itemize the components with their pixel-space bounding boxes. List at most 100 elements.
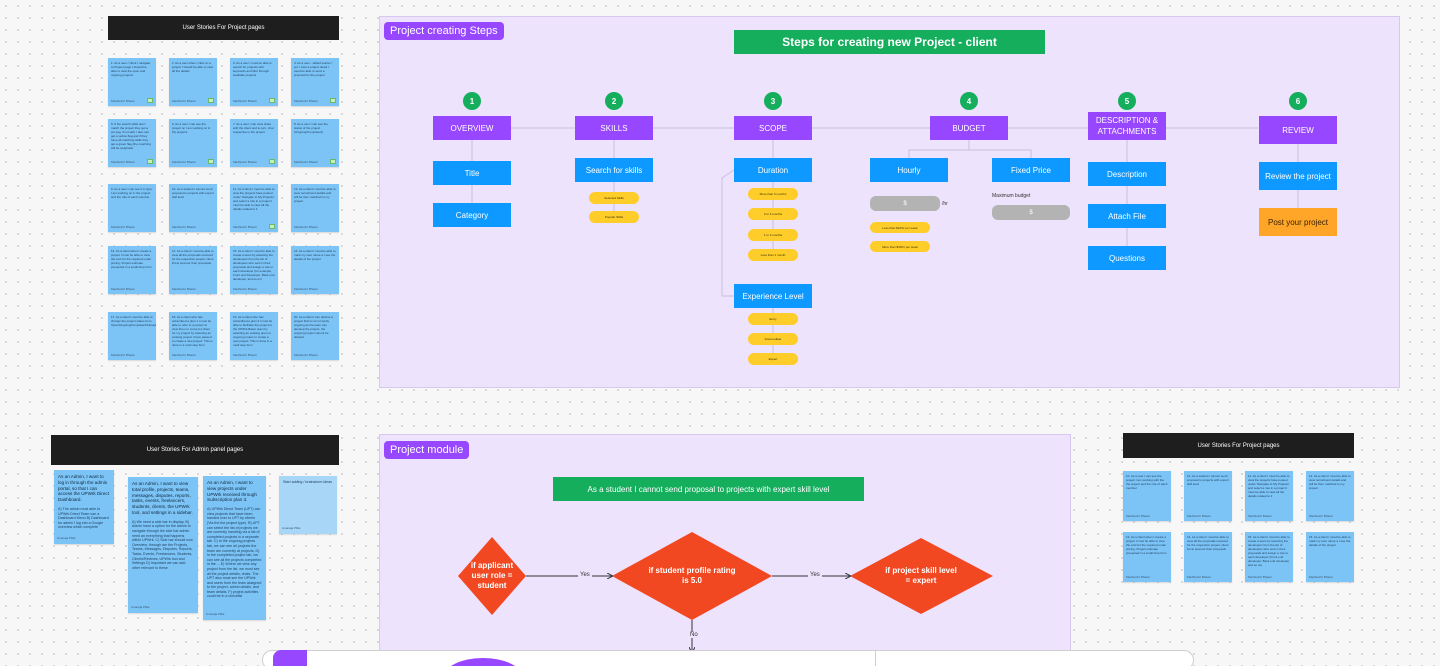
check-icon	[269, 224, 275, 229]
experience-pill-label: Intermediate	[764, 337, 782, 341]
frame-tag[interactable]: Project creating Steps	[384, 22, 504, 40]
sticky-author: Madhushri Bhasin	[1126, 514, 1151, 518]
sticky-text: 18. As a client who has subscribed a pla…	[172, 315, 213, 347]
sticky-note[interactable]: 1. As a user / client I navigate to Proj…	[108, 58, 156, 106]
sticky-note[interactable]: 19. As a client who has subscribed a pla…	[230, 312, 278, 360]
sticky-text: 3. As a user I must be able to search fo…	[233, 61, 272, 77]
duration-node[interactable]: Duration	[734, 158, 812, 182]
duration-label: Duration	[757, 165, 789, 175]
sticky-text: 12. As a client I must be able to view r…	[1309, 474, 1351, 490]
sticky-note[interactable]: 4. As a user - skilled worker / pro I vi…	[291, 58, 339, 106]
sticky-note[interactable]: 7. As a user I can view chats with the c…	[230, 119, 278, 167]
sticky-author: Madhushri Bhasin	[1309, 514, 1334, 518]
sticky-note[interactable]: As an Admin, I want to view total profil…	[128, 477, 198, 613]
experience-pill[interactable]: Intermediate	[748, 333, 798, 345]
duration-pill[interactable]: 1 to 3 months	[748, 229, 798, 241]
sticky-note[interactable]: 10. As a user I can see the project I am…	[1123, 471, 1171, 521]
step-node[interactable]: SCOPE	[734, 116, 812, 140]
experience-pill[interactable]: Expert	[748, 353, 798, 365]
per-hour-label: /hr	[942, 201, 948, 207]
board-title: User Stories For Project pages	[182, 25, 265, 31]
sticky-note[interactable]: 5. If the search skills don't match the …	[108, 119, 156, 167]
steps-title: Steps for creating new Project - client	[734, 30, 1045, 54]
experience-level-node[interactable]: Experience Level	[734, 284, 812, 308]
category-node[interactable]: Category	[433, 203, 511, 227]
board-header-admin-pages: User Stories For Admin panel pages	[51, 435, 339, 465]
step-number-badge: 5	[1118, 92, 1136, 110]
decision-skill-level[interactable]: if project skill level = expert	[882, 562, 960, 590]
step-node[interactable]: REVIEW	[1259, 116, 1337, 144]
sticky-note[interactable]: 3. As a user I must be able to search fo…	[230, 58, 278, 106]
experience-pill[interactable]: Entry	[748, 313, 798, 325]
check-icon	[330, 159, 336, 164]
sticky-note[interactable]: 2. As a user when I click on a project I…	[169, 58, 217, 106]
sticky-note[interactable]: 15. As a client I must be able to create…	[230, 246, 278, 294]
sticky-note[interactable]: 10. As a student I cannot send proposal …	[169, 184, 217, 232]
sticky-note[interactable]: 12. As a client I must be able to view r…	[291, 184, 339, 232]
sticky-note[interactable]: 12. As a client I must be able to view r…	[1306, 471, 1354, 521]
step-node[interactable]: SKILLS	[575, 116, 653, 140]
hourly-rate-input[interactable]: $	[870, 196, 940, 211]
duration-pill[interactable]: 3 to 6 months	[748, 208, 798, 220]
questions-node[interactable]: Questions	[1088, 246, 1166, 270]
duration-pill[interactable]: More than 6 months	[748, 188, 798, 200]
attach-file-node[interactable]: Attach File	[1088, 204, 1166, 228]
sticky-author: Madhushri Bhasin	[111, 225, 136, 229]
module-title: As a student I cannot send proposal to p…	[553, 477, 864, 501]
sticky-note[interactable]: 10. As a student I cannot send proposal …	[1184, 471, 1232, 521]
sticky-note[interactable]: 16. As a client I must be able to mark m…	[291, 246, 339, 294]
sticky-note[interactable]: 8. As a user I can see the status of the…	[291, 119, 339, 167]
attach-file-label: Attach File	[1108, 211, 1146, 221]
skill-pill-label: Selected Skills	[604, 196, 624, 200]
duration-pill[interactable]: Less than 1 month	[748, 249, 798, 261]
sticky-note[interactable]: 18. As a client who has subscribed a pla…	[169, 312, 217, 360]
frame-tag[interactable]: Project module	[384, 441, 470, 459]
sticky-author: Amaraja Pillai	[57, 536, 76, 541]
sticky-note[interactable]: 20. As a client I can decline a project …	[291, 312, 339, 360]
bottom-panel-circle	[443, 658, 523, 666]
sticky-note[interactable]: 16. As a client I must be able to mark m…	[1306, 532, 1354, 582]
sticky-text: 10. As a user I can see the project I am…	[1126, 474, 1168, 490]
decision-student-rating[interactable]: if student profile rating is 5.0	[647, 562, 737, 590]
title-node[interactable]: Title	[433, 161, 511, 185]
sticky-note[interactable]: 17. As a client I must be able to change…	[108, 312, 156, 360]
fixed-price-node[interactable]: Fixed Price	[992, 158, 1070, 182]
bottom-panel[interactable]	[262, 650, 1194, 666]
sticky-note[interactable]: As an Admin, I want to log in through th…	[54, 470, 114, 544]
sticky-note[interactable]: As an Admin, I want to view projects und…	[203, 476, 266, 620]
hourly-pill[interactable]: Less than $10/hr per week	[870, 222, 930, 233]
decision-applicant-role[interactable]: if applicant user role = student	[462, 556, 522, 596]
step-node[interactable]: OVERVIEW	[433, 116, 511, 140]
step-node[interactable]: DESCRIPTION & ATTACHMENTS	[1088, 112, 1166, 140]
description-node[interactable]: Description	[1088, 162, 1166, 186]
sticky-note[interactable]: 6. As a user I can see the project on I …	[169, 119, 217, 167]
bottom-panel-tab[interactable]	[273, 650, 307, 666]
sticky-note[interactable]: 14. As a client I must be able to view a…	[169, 246, 217, 294]
sticky-text: 12. As a client I must be able to view r…	[294, 187, 336, 203]
sticky-note[interactable]: 15. As a client I must be able to create…	[1245, 532, 1293, 582]
review-project-node[interactable]: Review the project	[1259, 162, 1337, 190]
sticky-author: Madhushri Bhasin	[1309, 575, 1334, 579]
post-project-node[interactable]: Post your project	[1259, 208, 1337, 236]
sticky-note[interactable]: 14. As a client I must be able to view a…	[1184, 532, 1232, 582]
skill-pill[interactable]: Popular Skills	[589, 211, 639, 223]
hourly-pill[interactable]: More than $30/hr per week	[870, 241, 930, 252]
sticky-note[interactable]: 9. As a user I can see if a 'type' I am …	[108, 184, 156, 232]
hourly-node[interactable]: Hourly	[870, 158, 948, 182]
step-node-label: SCOPE	[758, 123, 787, 133]
search-skills-node[interactable]: Search for skills	[575, 158, 653, 182]
decision-diamond	[612, 532, 772, 620]
sticky-note[interactable]: 11. As a client I must be able to view t…	[230, 184, 278, 232]
skill-pill[interactable]: Selected Skills	[589, 192, 639, 204]
sticky-note[interactable]: 13. As a client when I create a project …	[1123, 532, 1171, 582]
step-node[interactable]: BUDGET	[930, 116, 1008, 140]
board-header-project-pages: User Stories For Project pages	[108, 16, 339, 40]
sticky-note[interactable]: 13. As a client when I create a project …	[108, 246, 156, 294]
sticky-text: 14. As a client I must be able to view a…	[172, 249, 214, 265]
decision-label: if applicant user role = student	[470, 561, 514, 590]
sticky-author: Madhushri Bhasin	[294, 99, 319, 103]
fixed-budget-input[interactable]: $	[992, 205, 1070, 220]
sticky-text: 4. As a user - skilled worker / pro I vi…	[294, 61, 333, 77]
sticky-note[interactable]: 11. As a client I must be able to view t…	[1245, 471, 1293, 521]
